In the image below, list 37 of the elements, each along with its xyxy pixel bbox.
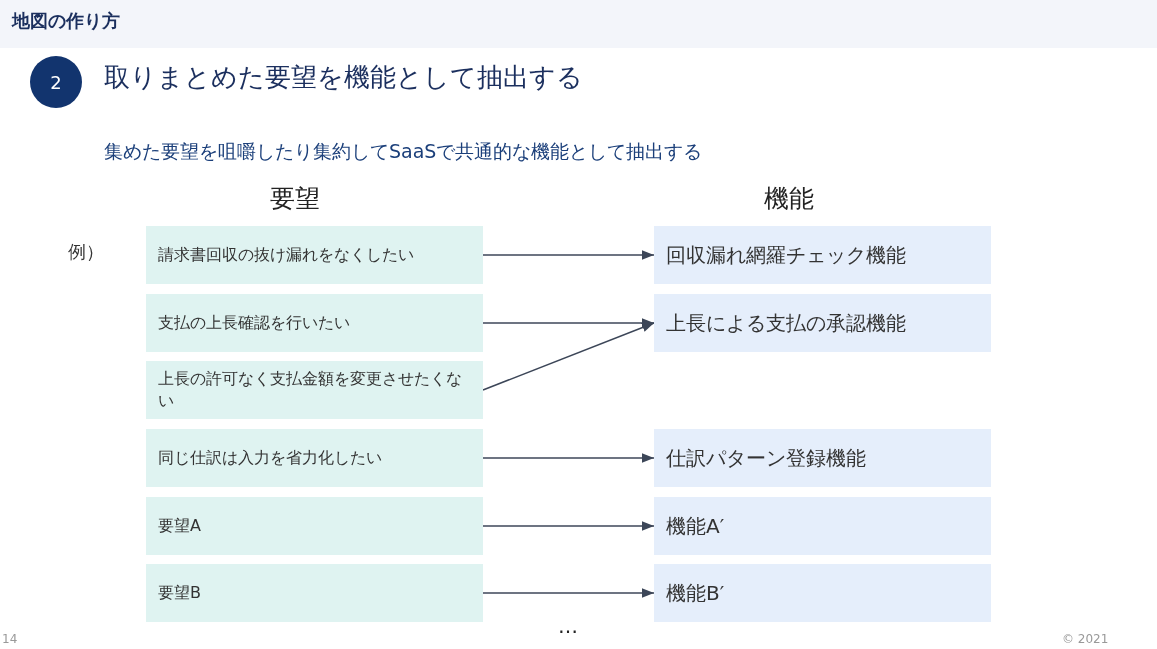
feature-box bbox=[654, 294, 991, 352]
example-label: 例） bbox=[68, 240, 104, 264]
arrow bbox=[482, 453, 655, 463]
box-text: 要望B bbox=[158, 581, 201, 604]
box-text: 同じ仕訳は入力を省力化したい bbox=[158, 446, 382, 469]
box-text: 回収漏れ網羅チェック機能 bbox=[666, 242, 906, 269]
arrow bbox=[482, 588, 655, 598]
feature-box bbox=[654, 497, 991, 555]
request-box bbox=[146, 226, 483, 284]
box-text: 仕訳パターン登録機能 bbox=[666, 445, 866, 472]
box-text: 上長の許可なく支払金額を変更させたくない bbox=[158, 367, 463, 412]
step-number-circle: 2 bbox=[30, 56, 82, 108]
box-text: 請求書回収の抜け漏れをなくしたい bbox=[158, 243, 414, 266]
feature-box bbox=[654, 226, 991, 284]
request-box bbox=[146, 497, 483, 555]
request-box bbox=[146, 361, 483, 419]
arrow bbox=[482, 521, 655, 531]
page-number: 14 bbox=[2, 632, 18, 646]
feature-box bbox=[654, 564, 991, 622]
request-box bbox=[146, 294, 483, 352]
arrow bbox=[482, 322, 655, 391]
column-header: 機能 bbox=[764, 183, 814, 215]
box-text: 要望A bbox=[158, 514, 201, 537]
request-box bbox=[146, 564, 483, 622]
box-text: 機能B′ bbox=[666, 580, 725, 607]
arrow bbox=[482, 250, 655, 260]
ellipsis: … bbox=[558, 614, 578, 638]
subtitle: 集めた要望を咀嚼したり集約してSaaSで共通的な機能として抽出する bbox=[104, 139, 703, 164]
box-text: 機能A′ bbox=[666, 513, 725, 540]
column-header: 要望 bbox=[270, 183, 320, 215]
box-text: 上長による支払の承認機能 bbox=[666, 310, 906, 337]
feature-box bbox=[654, 429, 991, 487]
page-title: 地図の作り方 bbox=[12, 9, 120, 33]
box-text: 支払の上長確認を行いたい bbox=[158, 311, 350, 334]
heading: 取りまとめた要望を機能として抽出する bbox=[104, 61, 583, 94]
request-box bbox=[146, 429, 483, 487]
copyright-text: © 2021 bbox=[1062, 632, 1109, 646]
